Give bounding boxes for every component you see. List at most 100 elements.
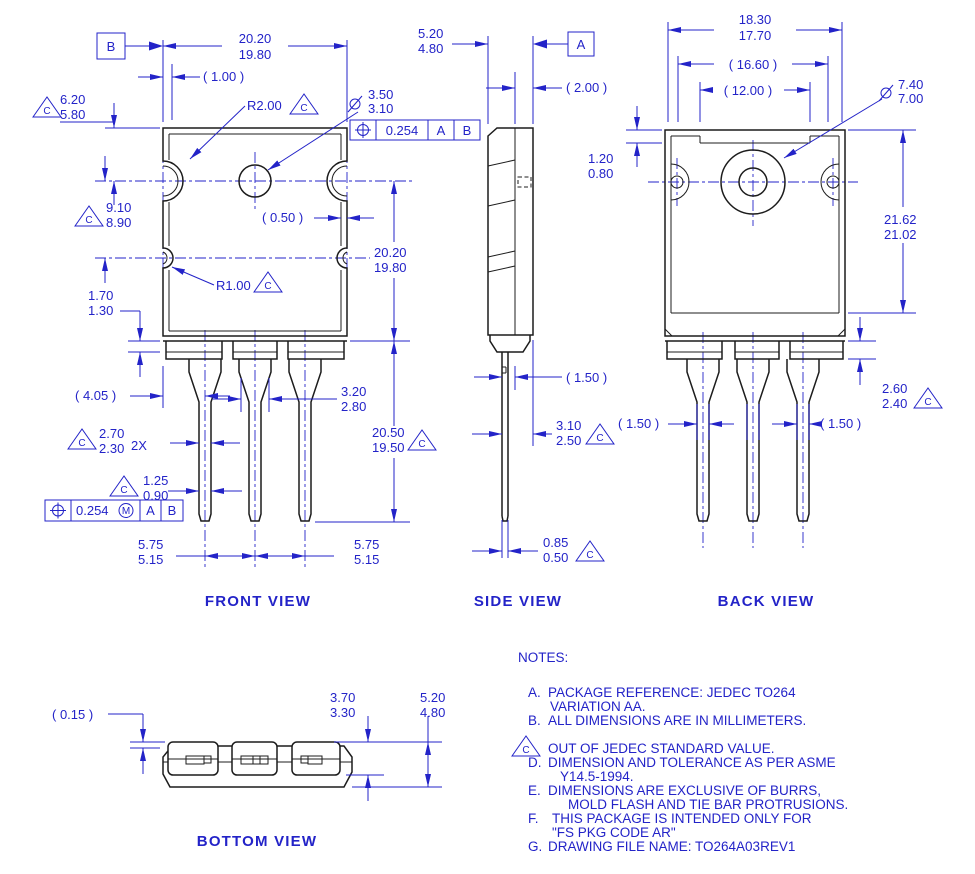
bottom-total-height-min: 4.80 <box>420 705 445 720</box>
front-fcf-bottom-d2: B <box>168 503 177 518</box>
front-fcf-bottom-d1: A <box>146 503 155 518</box>
bottom-body-height-max: 3.70 <box>330 690 355 705</box>
back-height-min: 21.02 <box>884 227 917 242</box>
back-hole-max: 7.40 <box>898 77 923 92</box>
svg-text:M: M <box>122 506 130 517</box>
back-hole-min: 7.00 <box>898 91 923 106</box>
front-pitch-right-min: 5.15 <box>354 552 379 567</box>
front-shoulder-min: 1.30 <box>88 303 113 318</box>
diameter-icon <box>347 95 363 113</box>
back-shoulder-c-flag: C <box>913 387 943 409</box>
front-inner-border <box>162 133 348 332</box>
front-height-min: 19.80 <box>374 260 407 275</box>
front-shoulder-max: 1.70 <box>88 288 113 303</box>
front-width-max: 20.20 <box>239 31 272 46</box>
note-d-id: D. <box>528 755 542 770</box>
back-step-min: 0.80 <box>588 166 613 181</box>
bottom-standoff-ref: ( 0.15 ) <box>52 707 93 722</box>
note-d-line2: Y14.5-1994. <box>560 769 634 784</box>
side-lead-thickness-c-flag: C <box>575 540 605 562</box>
note-f-line1: THIS PACKAGE IS INTENDED ONLY FOR <box>552 811 812 826</box>
front-hole-min: 3.10 <box>368 101 393 116</box>
front-fcf-top: 0.254 A B <box>349 119 481 141</box>
front-lead-width-max: 2.70 <box>99 426 124 441</box>
note-e-line1: DIMENSIONS ARE EXCLUSIVE OF BURRS, <box>548 783 821 798</box>
note-b-line1: ALL DIMENSIONS ARE IN MILLIMETERS. <box>548 713 806 728</box>
side-lead-plane-c-flag: C <box>585 423 615 445</box>
front-body <box>162 127 348 522</box>
front-fcf-bottom: 0.254 M A B <box>44 499 184 522</box>
side-chamfer-lines <box>487 159 516 273</box>
front-lead-length-max: 20.50 <box>372 425 405 440</box>
mmc-symbol-icon: M <box>118 503 134 518</box>
front-fcf-top-tol: 0.254 <box>386 123 419 138</box>
side-body <box>487 127 534 522</box>
side-thickness-min: 4.80 <box>418 41 443 56</box>
note-g-id: G. <box>528 839 542 854</box>
back-notch-ref: ( 12.00 ) <box>724 83 772 98</box>
front-hole-span-max: 9.10 <box>106 200 131 215</box>
note-c-line1: OUT OF JEDEC STANDARD VALUE. <box>548 741 775 756</box>
notes-block: NOTES: A. PACKAGE REFERENCE: JEDEC TO264… <box>511 650 848 854</box>
front-hole-offset-min: 5.80 <box>60 107 85 122</box>
side-extension-lines <box>487 36 534 558</box>
back-dimensions: 18.30 17.70 ( 16.60 ) ( 12.00 ) 7.40 7.0… <box>588 12 943 610</box>
side-lead-thickness-max: 0.85 <box>543 535 568 550</box>
front-lead-tip-min: 0.90 <box>143 488 168 503</box>
back-lead-right-ref: ( 1.50 ) <box>820 416 861 431</box>
back-view: 18.30 17.70 ( 16.60 ) ( 12.00 ) 7.40 7.0… <box>588 12 943 610</box>
svg-text:C: C <box>418 439 425 450</box>
position-symbol-icon <box>355 122 371 138</box>
front-lead-edge-ref: ( 4.05 ) <box>75 388 116 403</box>
back-height-max: 21.62 <box>884 212 917 227</box>
side-lead-plane-min: 2.50 <box>556 433 581 448</box>
bottom-view-label: BOTTOM VIEW <box>197 833 317 850</box>
front-lead-base-min: 2.80 <box>341 399 366 414</box>
front-mounting-hole <box>238 164 272 198</box>
back-body-ref: ( 16.60 ) <box>729 57 777 72</box>
front-pitch-left-max: 5.75 <box>138 537 163 552</box>
side-dimensions: 5.20 4.80 A ( 2.00 ) ( 1.50 ) 3.10 2.50 … <box>418 26 615 610</box>
front-view: 20.20 19.80 B ( 1.00 ) R2.00 C 3.50 3.10 <box>32 31 481 610</box>
side-view-label: SIDE VIEW <box>474 593 562 610</box>
back-tab-width-min: 17.70 <box>739 28 772 43</box>
front-lead-width-min: 2.30 <box>99 441 124 456</box>
back-mounting-hole <box>738 167 768 197</box>
front-r1-c-flag: C <box>253 271 283 293</box>
front-corner-radius: R2.00 <box>247 98 282 113</box>
side-view: 5.20 4.80 A ( 2.00 ) ( 1.50 ) 3.10 2.50 … <box>418 26 615 610</box>
front-lead-length-c-flag: C <box>407 429 437 451</box>
datum-a-label: A <box>577 37 586 52</box>
svg-text:C: C <box>586 550 593 561</box>
note-a-line2: VARIATION AA. <box>550 699 646 714</box>
front-view-label: FRONT VIEW <box>205 593 311 610</box>
side-lead-ref: ( 1.50 ) <box>566 370 607 385</box>
datum-b-arrow <box>149 41 163 51</box>
front-hole-offset-max: 6.20 <box>60 92 85 107</box>
front-hole-span-min: 8.90 <box>106 215 131 230</box>
datum-a-arrow <box>533 39 547 49</box>
front-lead-width-qty: 2X <box>131 438 147 453</box>
side-hidden-hole <box>517 176 532 188</box>
note-a-id: A. <box>528 685 541 700</box>
front-hole-max: 3.50 <box>368 87 393 102</box>
notes-title: NOTES: <box>518 650 568 665</box>
svg-text:C: C <box>596 433 603 444</box>
back-lead-left-ref: ( 1.50 ) <box>618 416 659 431</box>
front-lead-tip-max: 1.25 <box>143 473 168 488</box>
datum-b-box <box>96 32 126 60</box>
back-leads <box>686 359 820 522</box>
front-lead-width-c-flag: C <box>67 428 97 450</box>
svg-text:C: C <box>120 485 127 496</box>
svg-text:C: C <box>264 281 271 292</box>
front-fcf-top-d1: A <box>437 123 446 138</box>
side-thickness-max: 5.20 <box>418 26 443 41</box>
front-centerlines <box>95 152 412 570</box>
note-a-line1: PACKAGE REFERENCE: JEDEC TO264 <box>548 685 796 700</box>
svg-text:C: C <box>522 745 529 756</box>
diameter-icon <box>878 84 894 102</box>
svg-text:C: C <box>85 215 92 226</box>
front-fcf-bottom-tol: 0.254 <box>76 503 109 518</box>
